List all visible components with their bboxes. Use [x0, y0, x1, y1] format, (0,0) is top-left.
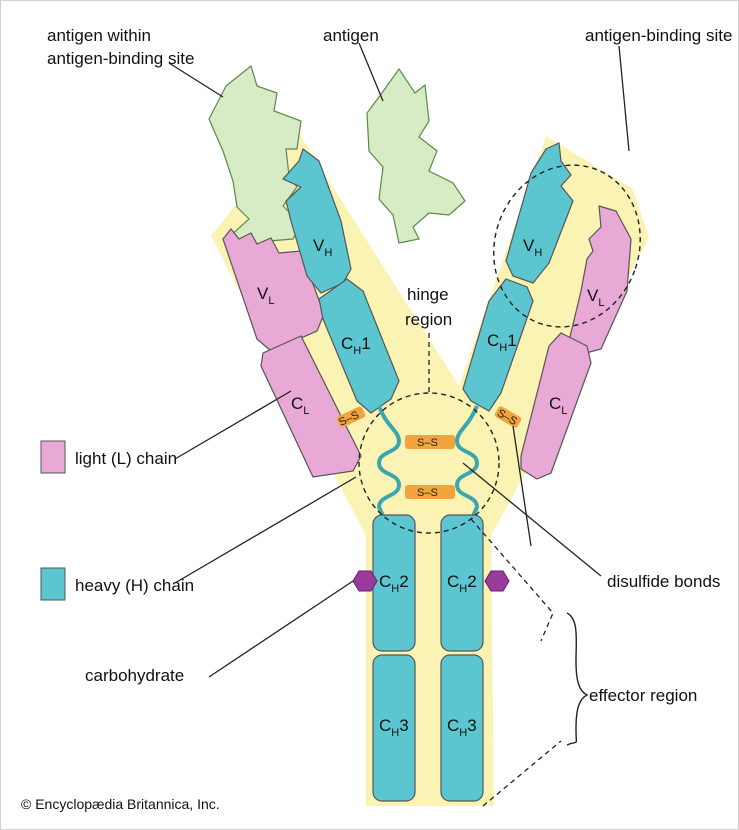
- label-antigen: antigen: [323, 26, 379, 45]
- legend-light-chain-swatch: [41, 441, 65, 473]
- label-antigen-within-line1: antigen within: [47, 26, 151, 45]
- label-hinge-line1: hinge: [407, 285, 449, 304]
- label-heavy-chain: heavy (H) chain: [75, 576, 194, 595]
- legend-heavy-chain-swatch: [41, 568, 65, 600]
- label-light-chain: light (L) chain: [75, 449, 177, 468]
- antigen-free-shape: [367, 69, 465, 243]
- label-effector-region: effector region: [589, 686, 697, 705]
- label-carbohydrate: carbohydrate: [85, 666, 184, 685]
- hinge-ss-label-lower: S–S: [417, 487, 438, 499]
- label-hinge-line2: region: [405, 310, 452, 329]
- effector-region-bracket: [567, 613, 587, 745]
- label-antigen-within-line2: antigen-binding site: [47, 49, 194, 68]
- label-disulfide-bonds: disulfide bonds: [607, 572, 720, 591]
- credit-text: © Encyclopædia Britannica, Inc.: [21, 796, 220, 812]
- label-antigen-binding-site: antigen-binding site: [585, 26, 732, 45]
- hinge-ss-label-upper: S–S: [417, 437, 438, 449]
